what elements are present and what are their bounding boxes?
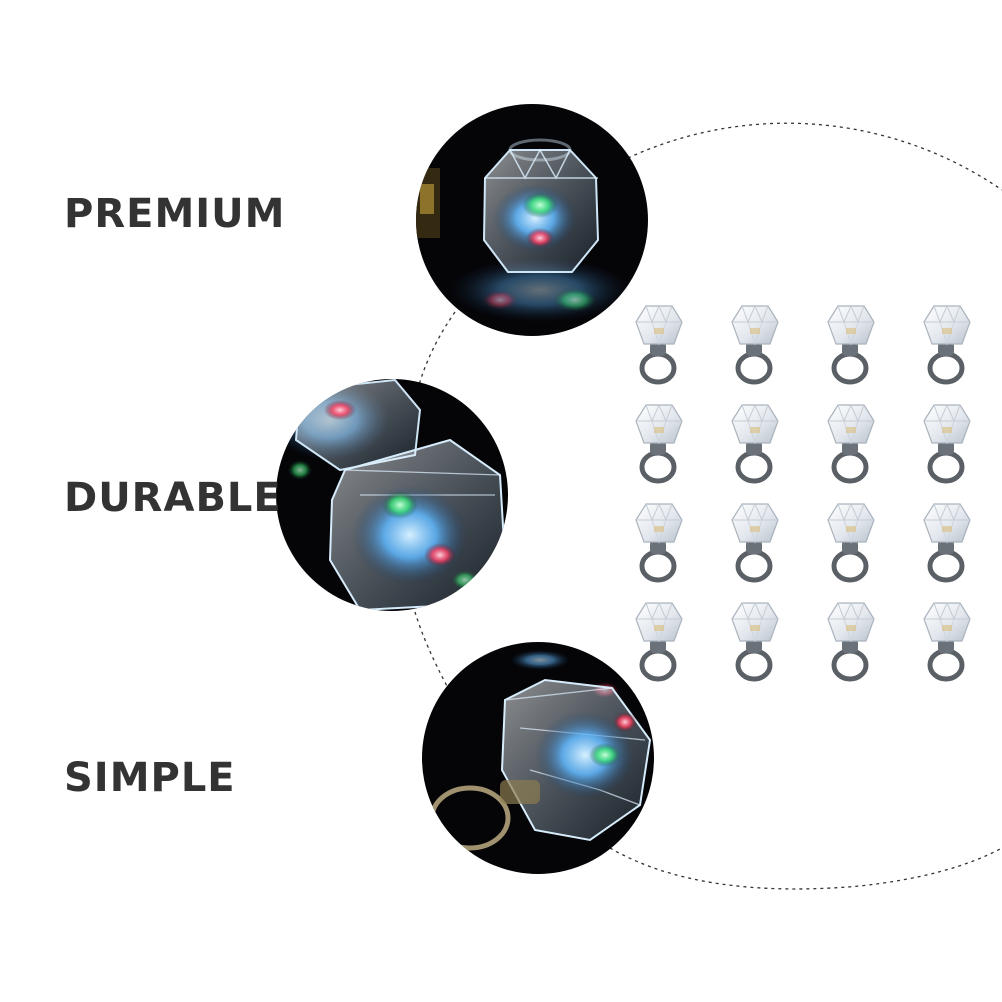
led-diamond-ring-icon [924,306,970,382]
simple-ring-photo [422,642,654,874]
led-diamond-ring-icon [636,504,682,580]
led-diamond-ring-icon [732,504,778,580]
led-diamond-ring-icon [924,405,970,481]
feature-label-simple: SIMPLE [64,755,236,801]
feature-label-premium: PREMIUM [64,191,286,237]
led-diamond-ring-icon [732,603,778,679]
led-diamond-ring-icon [828,306,874,382]
durable-ring-photo [276,379,508,611]
led-diamond-ring-icon [828,405,874,481]
led-diamond-ring-icon [636,306,682,382]
led-diamond-ring-icon [924,504,970,580]
led-diamond-ring-icon [828,504,874,580]
led-diamond-ring-icon [636,603,682,679]
feature-label-durable: DURABLE [64,475,282,521]
led-diamond-ring-icon [924,603,970,679]
led-diamond-ring-icon [732,405,778,481]
led-ring-product-grid [636,306,970,679]
led-diamond-ring-icon [732,306,778,382]
led-diamond-ring-icon [636,405,682,481]
led-diamond-ring-icon [828,603,874,679]
premium-ring-photo [416,104,648,336]
